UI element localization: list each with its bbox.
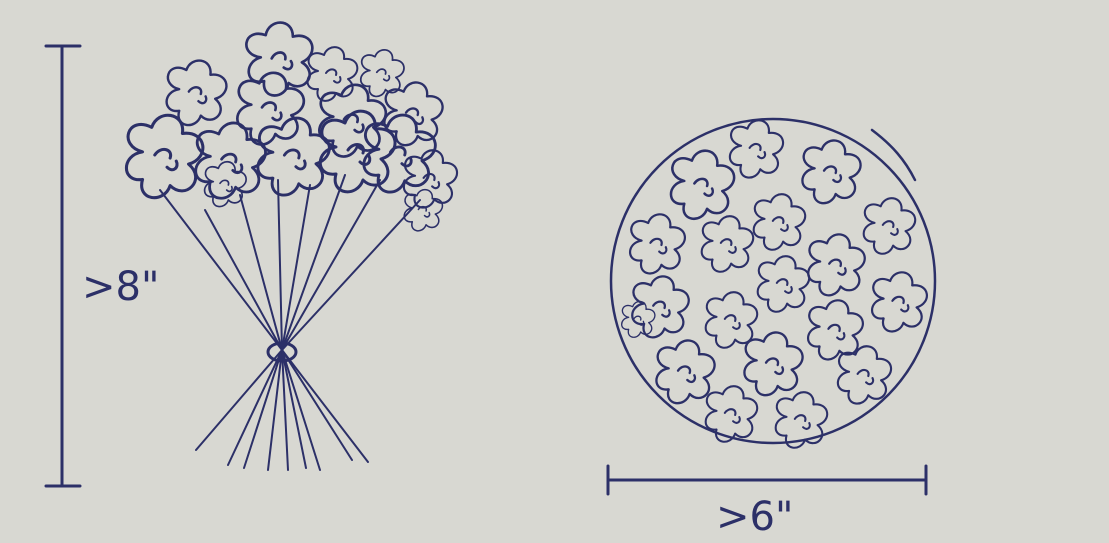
flower-head (124, 113, 205, 200)
flower-stem (243, 349, 283, 469)
flower-stem (239, 194, 283, 351)
bouquet-top-view: >6" (606, 117, 937, 540)
bouquet-side-view: >8" (44, 17, 459, 488)
flower-stem (281, 174, 346, 351)
top-view-flower-heads (621, 119, 928, 449)
flower-stem (204, 209, 283, 351)
flower-stem (267, 349, 283, 471)
flower-head (807, 233, 866, 297)
flower-stem (277, 179, 283, 351)
flower-stem (281, 199, 421, 351)
flower-head (631, 275, 690, 339)
flower-head (728, 119, 785, 179)
flower-head (241, 17, 320, 101)
outline-overlap-stroke (870, 128, 917, 182)
flower-head (655, 339, 716, 405)
bouquet-outline-circle (609, 117, 937, 445)
flower-stem (159, 189, 283, 351)
flower-head (669, 149, 736, 221)
bouquet-stems (159, 174, 421, 471)
flower-head (621, 300, 656, 338)
flower-head (743, 331, 804, 397)
height-label: >8" (82, 264, 159, 310)
flower-head (165, 59, 228, 127)
flower-stem (281, 184, 311, 351)
bouquet-flower-heads (124, 17, 459, 232)
flower-head (700, 215, 755, 273)
flower-stem (195, 349, 283, 451)
flower-head (806, 299, 864, 361)
flower-head (756, 255, 811, 313)
flower-head (704, 291, 759, 349)
flower-stem (281, 349, 321, 471)
flower-head (752, 193, 807, 251)
height-dimension (44, 44, 82, 488)
stem-tie (266, 341, 298, 363)
flower-head (628, 213, 686, 275)
width-dimension (606, 464, 928, 496)
flower-head (801, 139, 862, 205)
flower-stem (281, 349, 353, 461)
flower-stem (281, 179, 381, 351)
flower-stem (281, 349, 369, 463)
flower-head (862, 197, 917, 255)
flower-head (870, 271, 928, 333)
flower-head (704, 385, 759, 443)
width-label: >6" (716, 494, 793, 540)
flower-stem (281, 349, 289, 471)
flower-stem (227, 349, 283, 466)
flower-stem (281, 349, 307, 469)
